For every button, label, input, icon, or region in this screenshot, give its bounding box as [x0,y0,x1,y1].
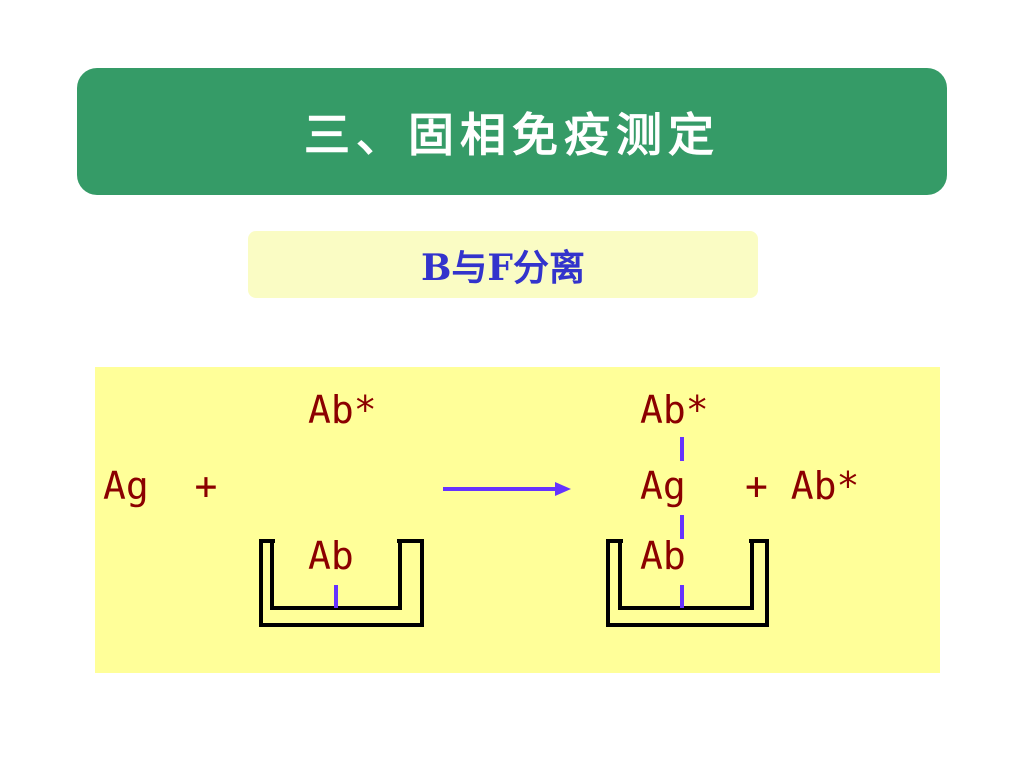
subtitle-box: B与F分离 [248,231,758,298]
right-ab-label: Ab [640,534,686,578]
right-well-inner [618,541,754,610]
left-ab-label: Ab [308,534,354,578]
reaction-arrow [443,482,571,496]
slide-title: 三、固相免疫测定 [304,107,720,162]
title-banner: 三、固相免疫测定 [77,68,947,195]
slide-subtitle: B与F分离 [421,246,585,289]
right-well [606,539,769,627]
left-ag-plus-label: Ag + [103,464,217,508]
right-plus-ab-star-label: + Ab* [745,464,859,508]
right-well-outer [606,541,769,627]
diagram-panel: Ag + Ab* Ab Ab* Ag + Ab* Ab [95,367,940,673]
right-ab-star-label: Ab* [640,388,709,432]
left-well-outer [259,541,424,627]
left-ab-star-label: Ab* [308,388,377,432]
right-ag-label: Ag [640,464,686,508]
reaction-diagram: Ag + Ab* Ab Ab* Ag + Ab* Ab [103,388,859,627]
